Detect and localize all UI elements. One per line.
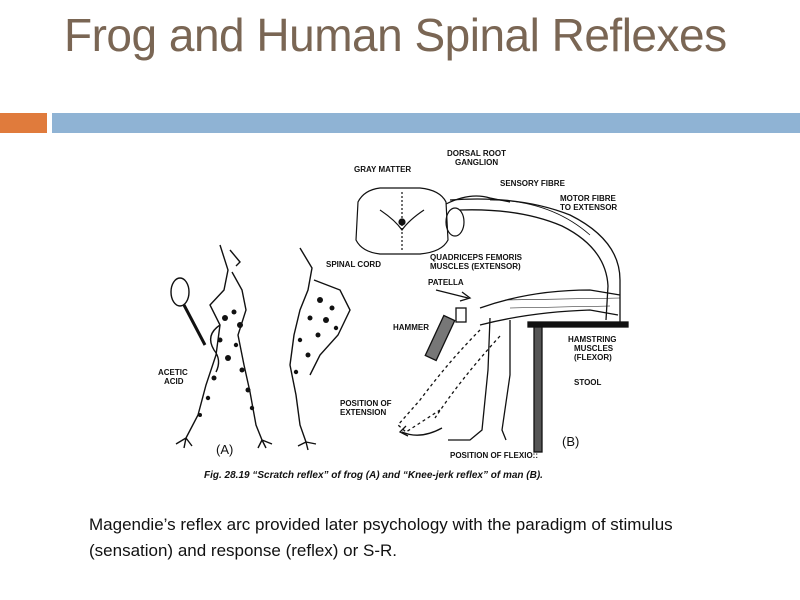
label-dorsal-root: DORSAL ROOT xyxy=(447,149,506,158)
frog-illustration-left xyxy=(170,244,273,449)
label-to-extensor: TO EXTENSOR xyxy=(560,203,617,212)
spinal-cord-diagram xyxy=(355,187,511,255)
frog-illustration-right xyxy=(289,247,351,451)
label-hamstring-flexor: (FLEXOR) xyxy=(574,353,612,362)
label-hammer: HAMMER xyxy=(393,323,429,332)
label-motor-fibre: MOTOR FIBRE xyxy=(560,194,617,203)
accent-bar-orange xyxy=(0,113,47,133)
slide-body-text: Magendie’s reflex arc provided later psy… xyxy=(89,515,673,560)
reflex-illustration: GRAY MATTER DORSAL ROOT GANGLION SENSORY… xyxy=(158,149,629,481)
label-spinal-cord: SPINAL CORD xyxy=(326,260,381,269)
knee-jerk-diagram xyxy=(397,198,629,453)
accent-bar-blue xyxy=(52,113,800,133)
label-quadriceps-extensor: MUSCLES (EXTENSOR) xyxy=(430,262,521,271)
label-panel-a: (A) xyxy=(216,442,233,457)
label-position-of: POSITION OF xyxy=(340,399,392,408)
label-extension: EXTENSION xyxy=(340,408,386,417)
label-acetic: ACETIC xyxy=(158,368,188,377)
slide-title: Frog and Human Spinal Reflexes xyxy=(64,9,727,61)
label-ganglion: GANGLION xyxy=(455,158,498,167)
label-hamstring: HAMSTRING xyxy=(568,335,616,344)
label-position-flexion: POSITION OF FLEXIO:: xyxy=(450,451,538,460)
label-sensory-fibre: SENSORY FIBRE xyxy=(500,179,566,188)
label-stool: STOOL xyxy=(574,378,602,387)
label-acid: ACID xyxy=(164,377,184,386)
figure-caption: Fig. 28.19 “Scratch reflex” of frog (A) … xyxy=(204,470,543,481)
label-hamstring-muscles: MUSCLES xyxy=(574,344,614,353)
label-quadriceps: QUADRICEPS FEMORIS xyxy=(430,253,523,262)
label-panel-b: (B) xyxy=(562,434,579,449)
label-gray-matter: GRAY MATTER xyxy=(354,165,411,174)
reflex-figure: GRAY MATTER DORSAL ROOT GANGLION SENSORY… xyxy=(150,140,650,490)
label-patella: PATELLA xyxy=(428,278,464,287)
